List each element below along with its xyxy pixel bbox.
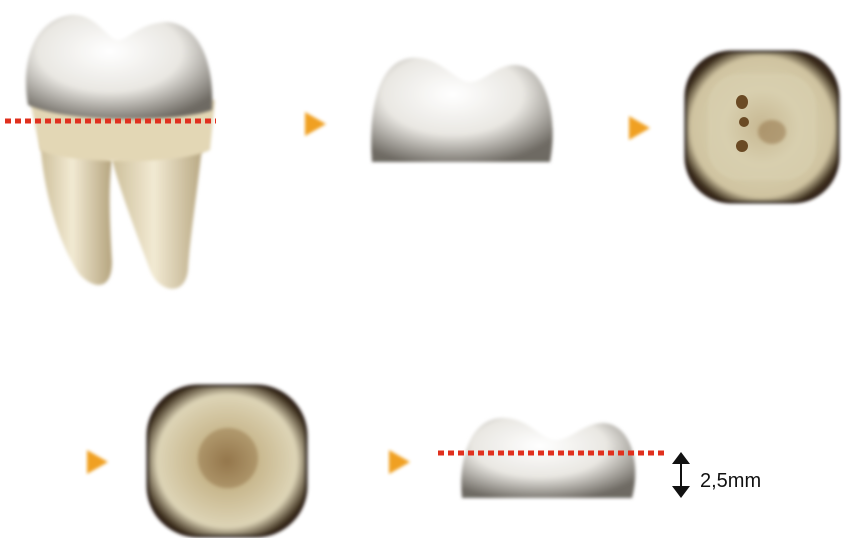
cut-crown-image: [371, 58, 553, 162]
orange-arrow-icon: [356, 450, 410, 474]
molar-crown: [26, 15, 212, 119]
measurement-label: 2,5mm: [700, 470, 761, 493]
pulp-horn: [739, 117, 749, 127]
deep-section-image: [148, 386, 306, 536]
orange-arrow-icon: [52, 450, 108, 474]
occlusal-section-image: [686, 52, 838, 202]
orange-arrow-icon: [272, 112, 326, 136]
pulp-horn: [736, 140, 748, 152]
double-headed-arrow-icon: [672, 452, 690, 498]
whole-molar-image: [26, 15, 215, 289]
pulp-horn: [736, 95, 748, 109]
crown-reduction-image: [461, 418, 635, 498]
orange-arrow-icon: [596, 116, 650, 140]
